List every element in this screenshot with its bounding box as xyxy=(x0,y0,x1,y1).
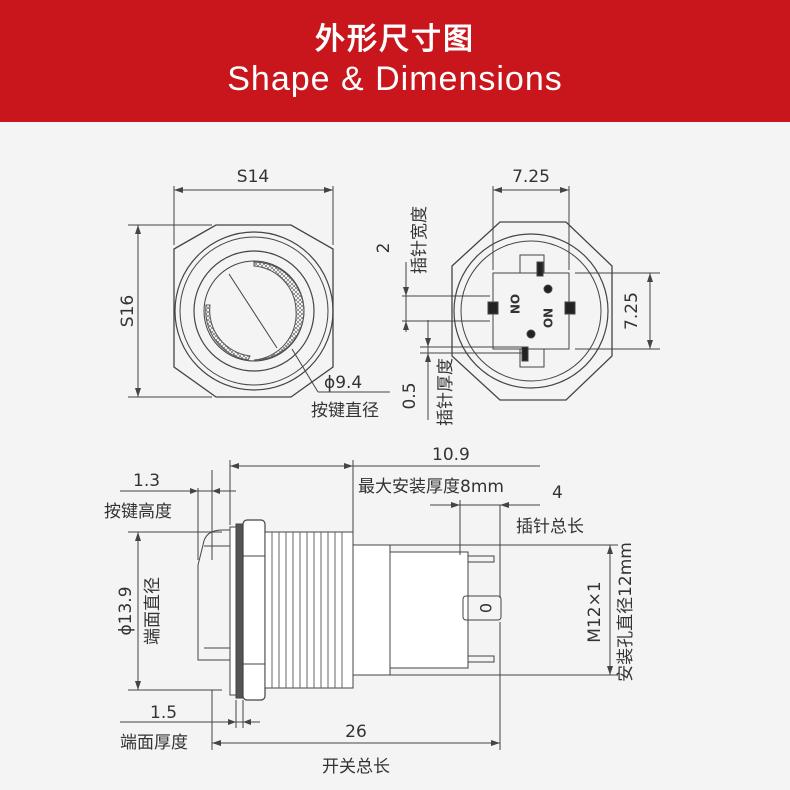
page-subtitle: Shape & Dimensions xyxy=(227,60,563,98)
contact-label-no-top: NO xyxy=(509,294,523,314)
dimension-drawing: S14 S16 ϕ9.4 按键直径 7.25 7.25 2 插针宽度 0.5 插… xyxy=(104,167,660,777)
label-pin-thickness: 插针厚度 xyxy=(436,358,456,426)
dim-pin-width: 2 xyxy=(374,243,394,254)
label-total-length: 开关总长 xyxy=(322,757,390,777)
dim-pin-length: 4 xyxy=(552,483,563,503)
dim-button-height: 1.3 xyxy=(133,471,160,491)
label-mount-hole: 安装孔直径12mm xyxy=(616,542,636,682)
label-face-diameter: 端面直径 xyxy=(143,577,163,645)
label-face-thickness: 端面厚度 xyxy=(120,733,188,753)
dim-button-diameter: ϕ9.4 xyxy=(324,373,362,393)
rear-view xyxy=(451,221,613,401)
contact-label-no-bottom: NO xyxy=(541,308,555,328)
label-button-height: 按键高度 xyxy=(104,502,172,522)
page-title: 外形尺寸图 xyxy=(315,22,475,57)
side-view xyxy=(197,519,502,701)
dim-face-thickness: 1.5 xyxy=(150,703,177,723)
thread-lines xyxy=(271,532,343,688)
label-button-diameter: 按键直径 xyxy=(311,401,379,421)
dim-rear-width: 7.25 xyxy=(512,167,550,187)
dim-total-length: 26 xyxy=(345,722,367,742)
label-pin-width: 插针宽度 xyxy=(410,206,430,274)
dim-rear-height: 7.25 xyxy=(622,292,642,330)
front-view xyxy=(173,224,334,398)
dim-s16: S16 xyxy=(118,295,138,327)
dim-thread: M12×1 xyxy=(585,581,605,642)
header-banner: 外形尺寸图 Shape & Dimensions xyxy=(0,0,790,122)
dim-face-diameter: ϕ13.9 xyxy=(116,586,136,635)
pin-mark: 0 xyxy=(477,603,496,613)
dim-max-thickness: 10.9 xyxy=(432,445,470,465)
label-max-thickness: 最大安装厚度8mm xyxy=(358,477,504,497)
label-pin-length: 插针总长 xyxy=(516,517,584,537)
dim-s14: S14 xyxy=(237,167,269,187)
dim-pin-thickness: 0.5 xyxy=(400,382,420,409)
